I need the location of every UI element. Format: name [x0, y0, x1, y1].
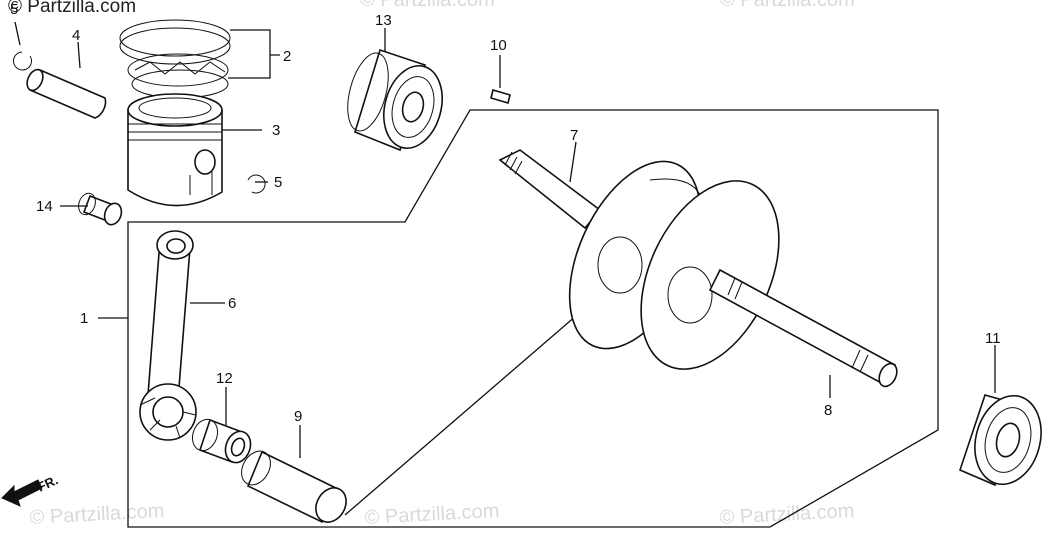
piston [127, 93, 223, 207]
watermark-top-right: © Partzilla.com [720, 0, 855, 11]
watermark-bottom-center: © Partzilla.com [364, 500, 500, 529]
piston-pin-clip-right [247, 174, 266, 194]
callout-4: 4 [72, 27, 80, 44]
callout-8: 8 [824, 402, 832, 419]
callout-12: 12 [216, 370, 233, 387]
watermark-top-left: © Partzilla.com [8, 0, 136, 17]
callout-2: 2 [283, 48, 291, 65]
crank-pin [241, 450, 347, 524]
callout-9: 9 [294, 408, 302, 425]
watermark-bottom-right: © Partzilla.com [719, 500, 855, 529]
callout-6: 6 [228, 295, 236, 312]
main-bearing-left [347, 48, 443, 152]
front-direction-arrow-icon: FR. [1, 472, 60, 507]
callout-5-top: 5 [10, 1, 18, 18]
watermark-top-center: © Partzilla.com [360, 0, 495, 11]
callout-5-right: 5 [274, 174, 282, 191]
callout-11: 11 [985, 330, 1001, 347]
piston-rings [119, 19, 231, 99]
woodruff-key [490, 88, 511, 105]
callout-14: 14 [36, 198, 53, 215]
callout-10: 10 [490, 37, 507, 54]
callout-13: 13 [375, 12, 392, 29]
big-end-bearing [191, 418, 252, 464]
front-direction-label: FR. [35, 472, 60, 494]
callout-1: 1 [80, 310, 88, 327]
small-end-bearing [78, 192, 123, 226]
connecting-rod [139, 230, 197, 441]
main-bearing-right [959, 394, 1042, 487]
crankshaft-right [640, 180, 898, 388]
piston-pin [26, 68, 107, 119]
assembly-outline [127, 109, 939, 528]
watermark-bottom-left: © Partzilla.com [29, 500, 165, 529]
callout-7: 7 [570, 127, 578, 144]
callout-3: 3 [272, 122, 280, 139]
piston-pin-clip-left [13, 51, 32, 71]
leader-lines [14, 21, 996, 458]
